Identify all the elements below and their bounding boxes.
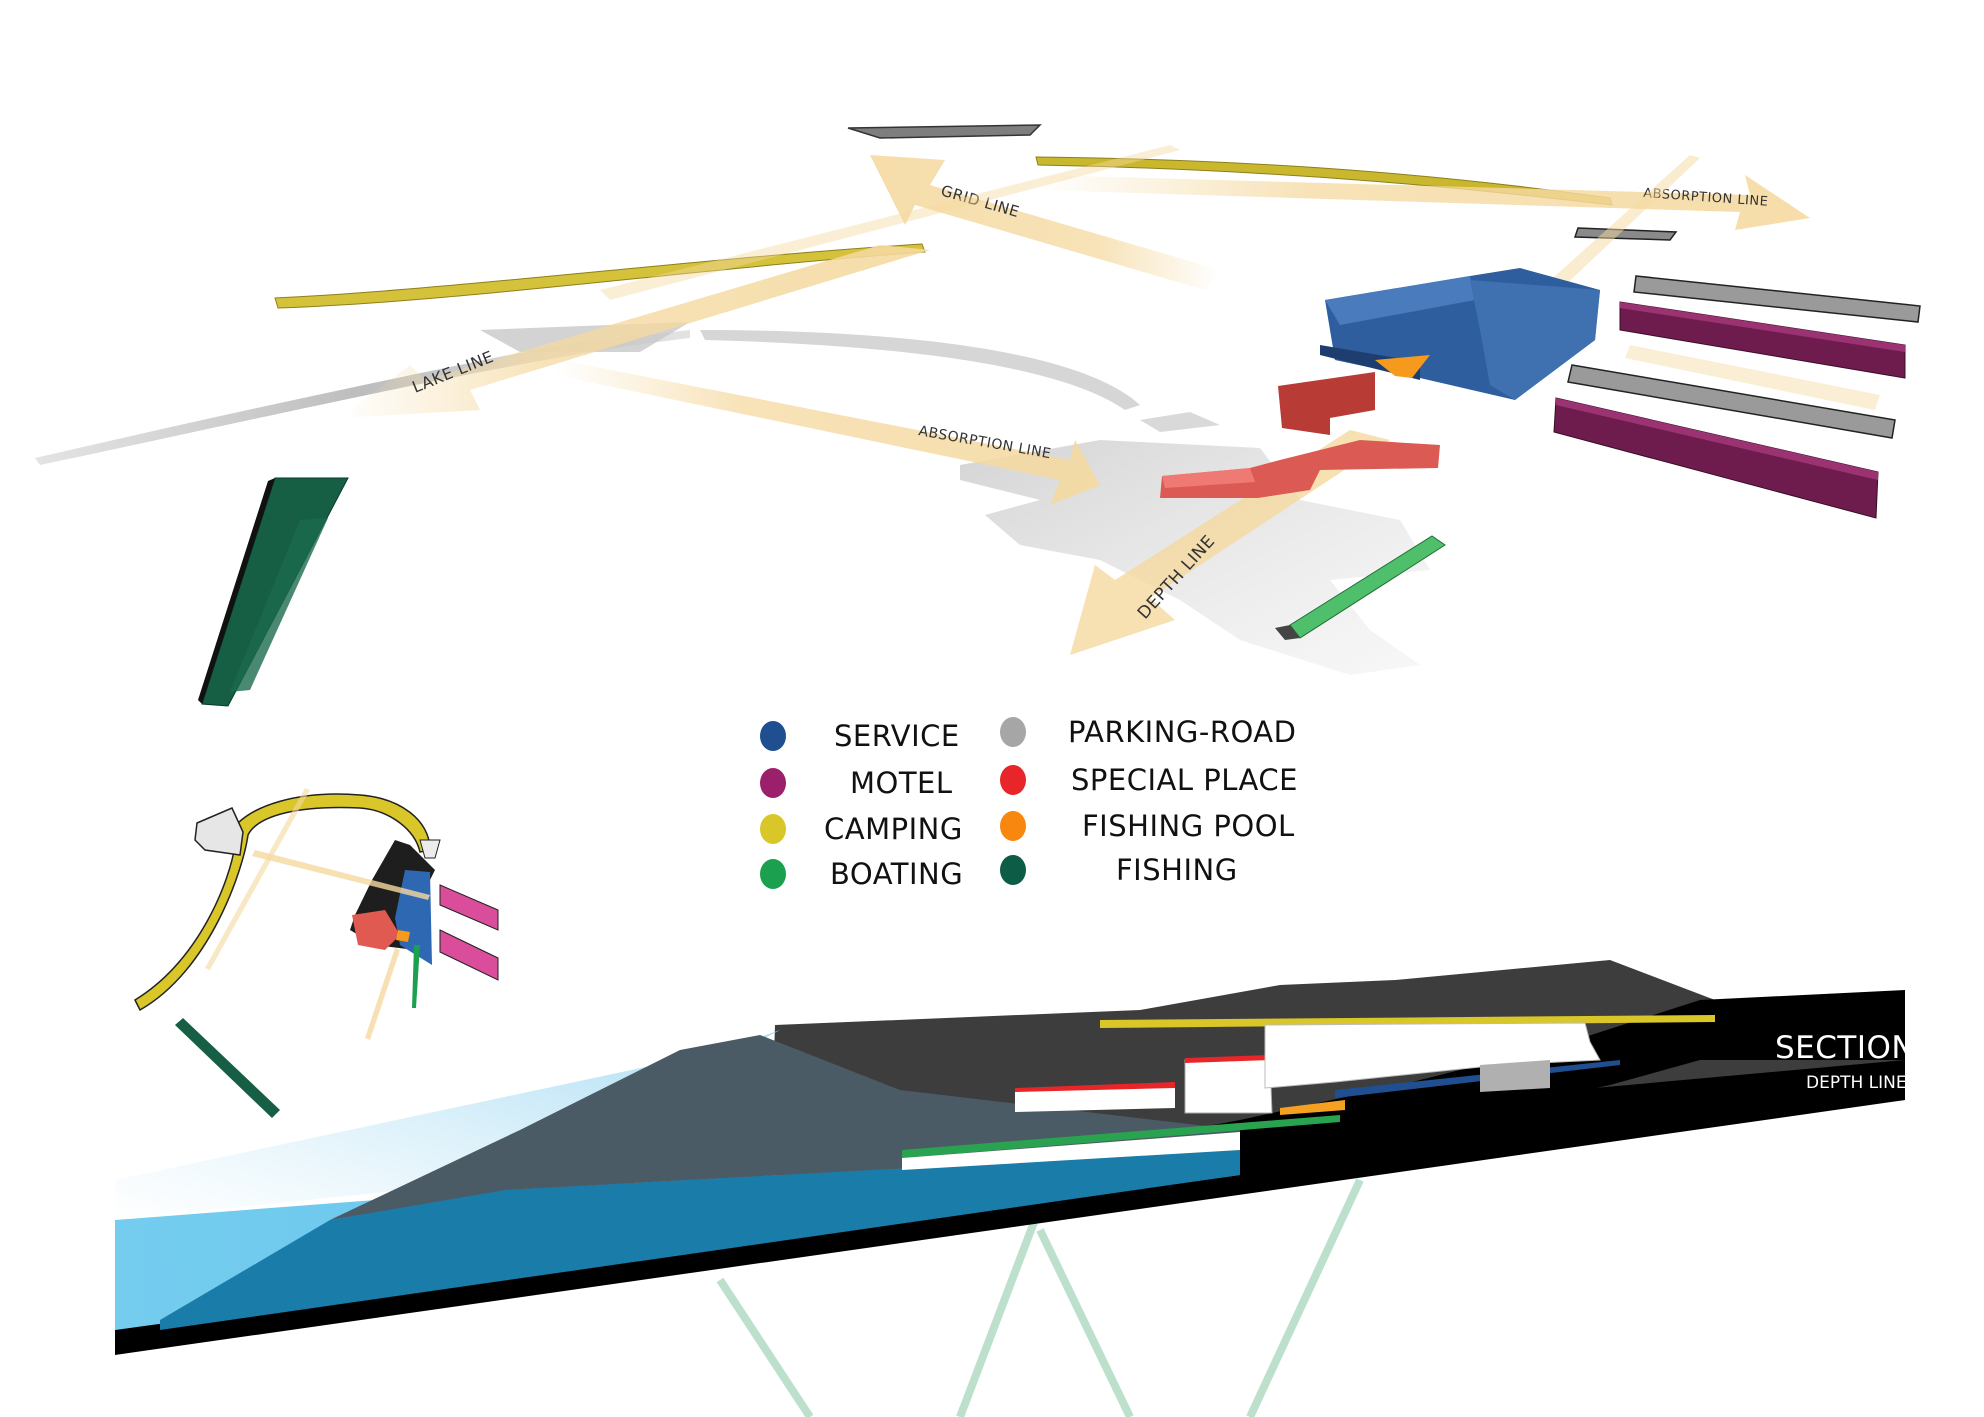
legend-item-fishing-pool: FISHING POOL bbox=[1000, 806, 1295, 846]
special-place-buildings bbox=[1160, 372, 1440, 498]
ground-shadow-small bbox=[1140, 412, 1220, 432]
mini-arrow-3 bbox=[365, 948, 400, 1040]
legend-label: FISHING POOL bbox=[1082, 809, 1295, 843]
service-building bbox=[1320, 268, 1600, 400]
motel-row-lower bbox=[1553, 364, 1896, 519]
boating-dock bbox=[1275, 535, 1446, 640]
site-plan-thumbnail bbox=[134, 788, 499, 1118]
section-fishing-pool bbox=[1280, 1100, 1345, 1115]
section-slope bbox=[330, 1035, 1240, 1220]
legend-item-camping: CAMPING bbox=[760, 809, 963, 849]
legend-item-fishing: FISHING bbox=[1000, 850, 1238, 890]
legend-label: BOATING bbox=[830, 857, 964, 891]
mini-fishing bbox=[175, 1018, 280, 1118]
mini-arrow-1 bbox=[252, 850, 430, 900]
section-view bbox=[115, 960, 1905, 1417]
section-special-place-1-top bbox=[1015, 1082, 1175, 1092]
parking-pad-right bbox=[1573, 227, 1678, 241]
mini-motel-lower bbox=[439, 929, 499, 981]
grid-line-cross-beam bbox=[600, 145, 1180, 300]
section-subtitle: DEPTH LINE bbox=[1806, 1073, 1907, 1093]
motel-row-upper bbox=[1619, 275, 1921, 379]
legend-item-special-place: SPECIAL PLACE bbox=[1000, 760, 1298, 800]
section-parking-block bbox=[1480, 1060, 1550, 1092]
section-title: SECTION bbox=[1775, 1030, 1916, 1066]
legend-item-parking-road: PARKING-ROAD bbox=[1000, 712, 1296, 752]
mini-cluster-red bbox=[352, 910, 400, 950]
fishing-pier bbox=[198, 477, 349, 707]
section-boating-dock bbox=[902, 1115, 1340, 1158]
motel-cross-beam bbox=[1625, 345, 1880, 410]
road-arc-right bbox=[700, 330, 1140, 410]
mini-cluster-orange bbox=[396, 930, 410, 942]
motel-color-dot bbox=[760, 768, 786, 798]
mini-arrow-2 bbox=[205, 788, 310, 970]
section-base-right bbox=[1240, 990, 1905, 1165]
legend: SERVICE MOTEL CAMPING BOATING PARKING-RO… bbox=[750, 708, 1350, 908]
fishing-color-dot bbox=[1000, 855, 1026, 885]
legend-label: FISHING bbox=[1116, 853, 1238, 887]
absorption-line-top-arrow: ABSORPTION LINE bbox=[1040, 175, 1810, 230]
section-special-place-2-top bbox=[1185, 1055, 1272, 1063]
mini-motel-upper bbox=[439, 884, 499, 931]
fishing-pool-block bbox=[1375, 355, 1430, 378]
section-support-lines bbox=[716, 1178, 1364, 1417]
section-camping bbox=[1100, 1015, 1715, 1028]
section-special-place-1 bbox=[1015, 1085, 1175, 1112]
mini-parking bbox=[419, 839, 441, 859]
absorption-cross-beam bbox=[1545, 155, 1700, 290]
legend-label: CAMPING bbox=[824, 812, 963, 846]
section-special-place-2 bbox=[1184, 1057, 1273, 1114]
parking-road-color-dot bbox=[1000, 717, 1026, 747]
parking-shelter bbox=[194, 807, 244, 856]
special-place-color-dot bbox=[1000, 765, 1026, 795]
legend-label: MOTEL bbox=[850, 766, 953, 800]
service-color-dot bbox=[760, 721, 786, 751]
section-boating-white bbox=[902, 1132, 1240, 1170]
axonometric-view: GRID LINE ABSORPTION LINE LAKE LINE ABSO… bbox=[35, 124, 1921, 707]
legend-item-boating: BOATING bbox=[760, 854, 963, 894]
legend-label: SPECIAL PLACE bbox=[1071, 763, 1298, 797]
parking-pad-top bbox=[847, 124, 1042, 139]
boating-color-dot bbox=[760, 859, 786, 889]
camping-strip-left bbox=[274, 243, 926, 309]
camping-color-dot bbox=[760, 814, 786, 844]
section-water-deep bbox=[160, 1150, 1240, 1330]
section-water-light bbox=[115, 1030, 780, 1220]
fishing-pool-color-dot bbox=[1000, 811, 1026, 841]
legend-item-motel: MOTEL bbox=[760, 763, 953, 803]
mini-boating bbox=[412, 945, 420, 1008]
legend-label: SERVICE bbox=[834, 719, 960, 753]
legend-item-service: SERVICE bbox=[760, 716, 960, 756]
legend-label: PARKING-ROAD bbox=[1068, 715, 1297, 749]
